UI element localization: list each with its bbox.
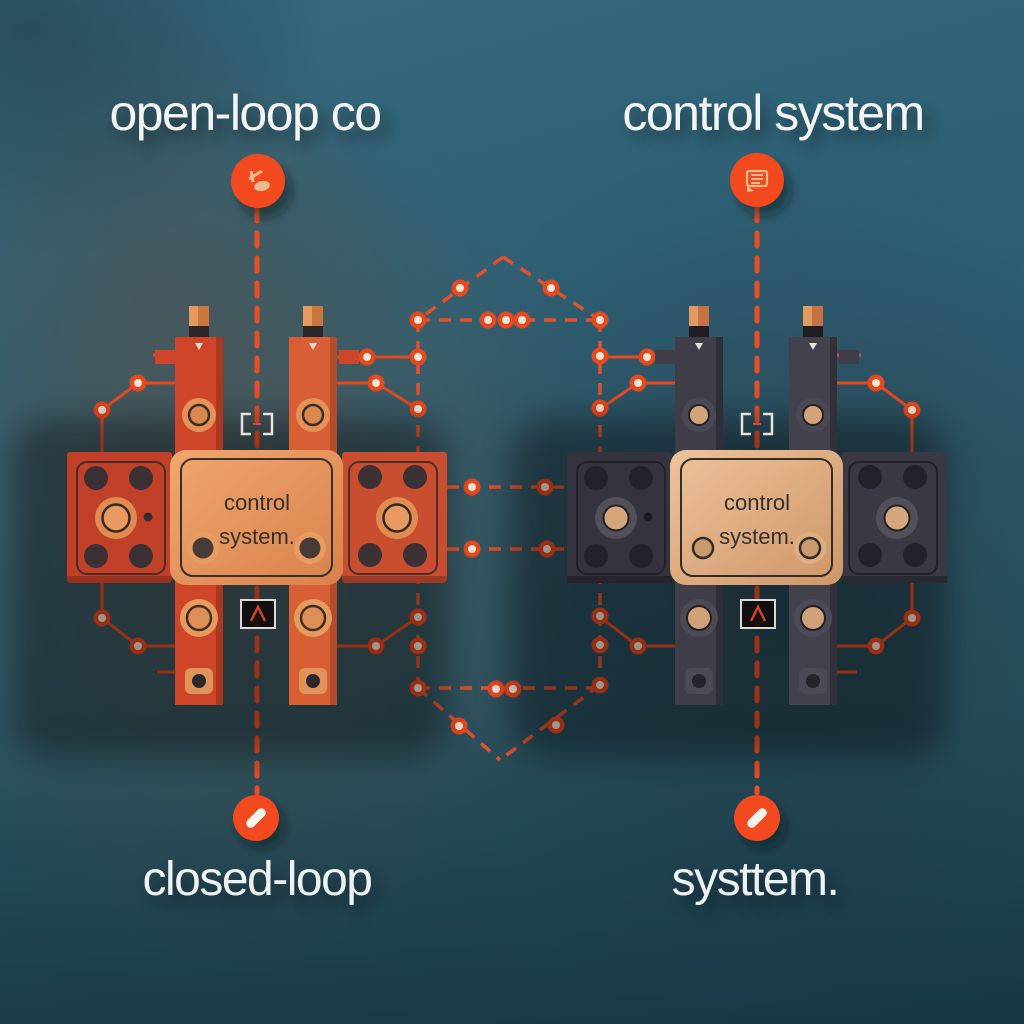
column-knob bbox=[292, 597, 334, 639]
box-knob bbox=[187, 532, 219, 564]
bottom-left-badge bbox=[233, 795, 285, 849]
panel-button bbox=[875, 496, 919, 540]
notes-icon bbox=[745, 169, 769, 192]
control-box: control system. bbox=[170, 450, 343, 585]
column-knob bbox=[679, 598, 719, 638]
arrow-mark bbox=[195, 343, 203, 350]
box-label-line1: control bbox=[224, 490, 290, 515]
box-knob bbox=[685, 530, 721, 566]
machine-feet bbox=[185, 668, 327, 694]
copper-cap bbox=[189, 306, 209, 337]
caret-up-icon bbox=[239, 598, 277, 630]
arrow-mark bbox=[809, 343, 817, 350]
column-knob bbox=[793, 598, 833, 638]
panel-button bbox=[594, 496, 638, 540]
box-knob bbox=[294, 532, 326, 564]
bottom-right-badge bbox=[734, 795, 786, 849]
closed-loop-machine: control system. bbox=[511, 306, 947, 758]
title-open-loop: open-loop co bbox=[109, 85, 382, 141]
title-control-system: control system bbox=[622, 85, 925, 141]
open-loop-machine: control system. bbox=[11, 306, 447, 758]
label-closed-loop: closed-loop bbox=[142, 853, 373, 906]
copper-cap bbox=[689, 306, 709, 337]
side-panel-left bbox=[567, 452, 672, 583]
arrow-mark bbox=[309, 343, 317, 350]
box-label-line2: system. bbox=[219, 524, 295, 549]
arrow-mark bbox=[695, 343, 703, 350]
top-right-badge bbox=[730, 153, 791, 216]
caret-up-icon bbox=[739, 598, 777, 630]
sketch-tool-icon bbox=[248, 169, 270, 192]
machine-feet bbox=[685, 668, 827, 694]
box-knob bbox=[792, 530, 828, 566]
column-knob bbox=[178, 597, 220, 639]
column-knob bbox=[294, 396, 332, 434]
box-label-line1: control bbox=[724, 490, 790, 515]
control-box: control system. bbox=[670, 450, 843, 585]
side-panel-right bbox=[342, 452, 447, 583]
copper-cap bbox=[803, 306, 823, 337]
panel-button bbox=[374, 495, 420, 541]
column-knob bbox=[180, 396, 218, 434]
copper-cap bbox=[303, 306, 323, 337]
side-panel-left bbox=[67, 452, 172, 583]
top-left-badge bbox=[231, 154, 292, 218]
label-system: systtem. bbox=[671, 853, 840, 906]
panel-button bbox=[93, 495, 139, 541]
column-knob bbox=[681, 397, 717, 433]
column-knob bbox=[795, 397, 831, 433]
side-panel-right bbox=[842, 452, 947, 583]
box-label-line2: system. bbox=[719, 524, 795, 549]
